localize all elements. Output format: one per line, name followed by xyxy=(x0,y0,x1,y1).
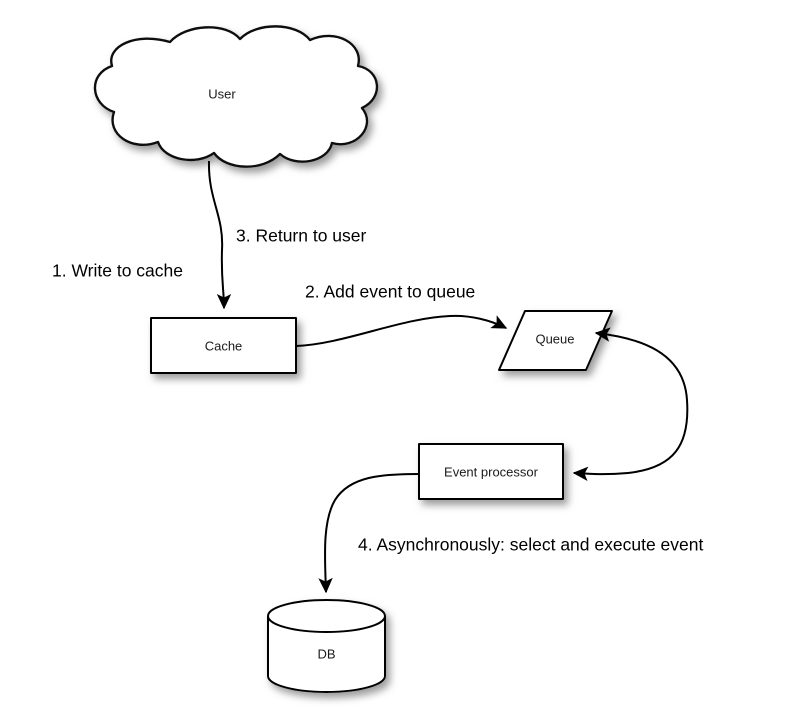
edge-event-processor-to-db xyxy=(318,473,420,594)
step-label-4: 4. Asynchronously: select and execute ev… xyxy=(358,535,703,555)
step-label-2: 2. Add event to queue xyxy=(305,282,475,302)
db-cylinder-top xyxy=(267,599,386,633)
node-cache[interactable]: Cache xyxy=(150,317,297,374)
node-db[interactable]: DB xyxy=(267,599,386,693)
node-event-processor-label: Event processor xyxy=(444,464,539,479)
node-db-label: DB xyxy=(317,646,335,661)
node-queue-label: Queue xyxy=(535,331,574,346)
node-user-label: User xyxy=(208,86,236,101)
edge-queue-event-processor xyxy=(572,327,689,482)
node-user[interactable]: User xyxy=(93,25,379,168)
node-queue[interactable]: Queue xyxy=(498,310,613,371)
node-cache-label: Cache xyxy=(205,338,243,353)
step-label-1: 1. Write to cache xyxy=(52,261,183,281)
node-event-processor[interactable]: Event processor xyxy=(418,443,564,500)
event-processor-rect-shape xyxy=(418,443,564,500)
step-label-3: 3. Return to user xyxy=(236,226,367,246)
db-cylinder-body xyxy=(267,615,386,693)
edge-cache-to-queue xyxy=(295,314,508,347)
edge-user-to-cache xyxy=(207,160,232,310)
cache-rect-shape xyxy=(150,317,297,374)
user-cloud-shape xyxy=(93,25,379,168)
